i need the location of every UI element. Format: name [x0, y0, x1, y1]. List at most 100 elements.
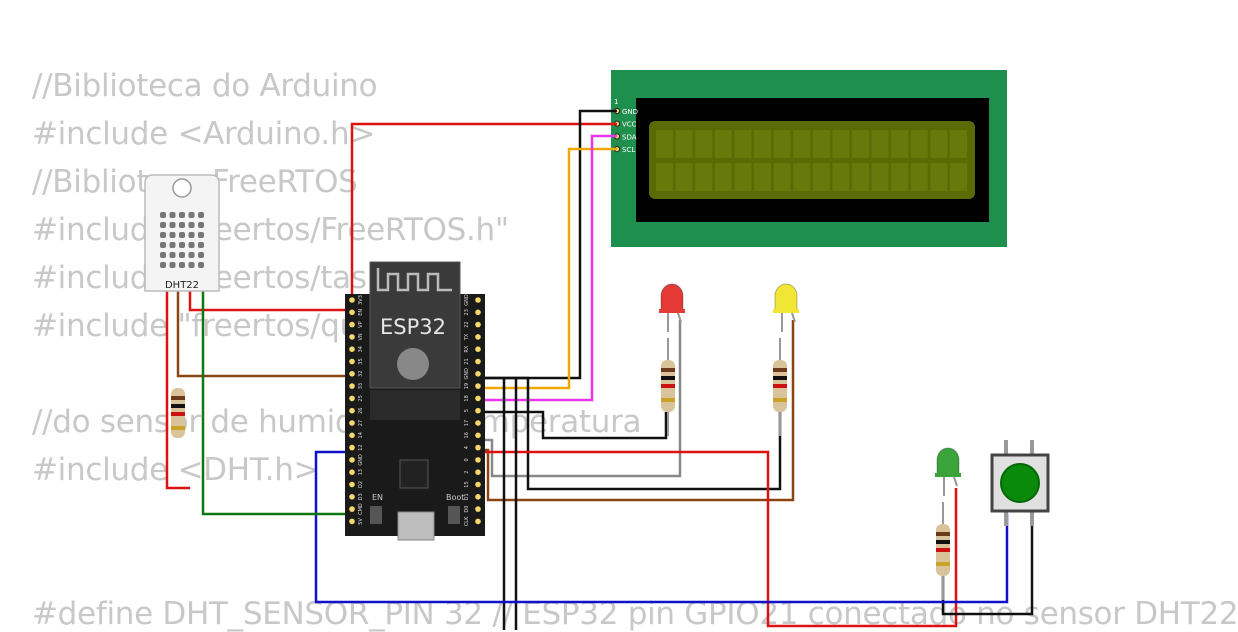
esp32-pin[interactable] — [475, 506, 481, 512]
pushbutton-cap[interactable] — [1000, 463, 1040, 503]
esp32-pin-label: 5 — [464, 409, 470, 412]
lcd-cell — [734, 163, 752, 191]
esp32-pin[interactable] — [349, 494, 355, 500]
esp32-pin[interactable] — [349, 383, 355, 389]
esp32-pin[interactable] — [475, 383, 481, 389]
esp32-pin[interactable] — [475, 321, 481, 328]
esp32-pin[interactable] — [475, 358, 481, 365]
esp32-pin-label: 35 — [358, 358, 364, 364]
pushbutton[interactable] — [990, 440, 1050, 526]
esp32-pin[interactable] — [349, 297, 355, 303]
esp32-pin[interactable] — [475, 432, 481, 439]
esp32-pin[interactable] — [349, 469, 355, 476]
esp32-pin-label: GND — [358, 454, 364, 466]
esp32-pin-label: CLK — [464, 516, 470, 526]
wire-gpio22-to-lcd-scl[interactable] — [478, 147, 617, 390]
espressif-logo-icon — [397, 348, 429, 380]
esp32-pin[interactable] — [475, 457, 481, 463]
dht-vent — [188, 252, 195, 258]
dht22-sensor[interactable]: DHT22 — [144, 174, 220, 292]
esp32-pin[interactable] — [475, 297, 481, 303]
esp32-pin[interactable] — [349, 420, 355, 426]
esp32-pin[interactable] — [475, 444, 481, 451]
esp32-pin-label: 16 — [464, 432, 470, 438]
esp32-pin[interactable] — [475, 494, 481, 500]
esp32-pin-label: GND — [464, 294, 470, 306]
dht-vent — [160, 212, 166, 218]
wire-gpio-to-yellow-led[interactable] — [478, 320, 795, 502]
led-rim — [659, 309, 685, 313]
wire-gpio-to-green-led[interactable] — [478, 450, 958, 628]
esp32-pin[interactable] — [475, 407, 481, 414]
esp32-usb-chip — [399, 459, 429, 489]
micro-usb-port[interactable] — [397, 511, 435, 541]
wire-gpio-to-button[interactable] — [314, 450, 1009, 604]
wire-gnd-to-red-led[interactable] — [478, 410, 668, 440]
esp32-pin-label: 3V3 — [358, 295, 364, 305]
wire-dht-gnd[interactable] — [201, 290, 352, 516]
esp32-pin[interactable] — [349, 518, 355, 525]
esp32-board[interactable]: ESP32 3V3ENVPVN343532332526271412GND13D2… — [345, 261, 485, 541]
esp32-pin[interactable] — [475, 469, 481, 476]
wire-gpio21-to-lcd-sda[interactable] — [478, 134, 617, 402]
esp32-pin[interactable] — [349, 346, 355, 353]
dht-vent — [169, 212, 176, 218]
esp32-pin[interactable] — [475, 420, 481, 426]
esp32-pin[interactable] — [349, 457, 355, 463]
led-yellow-body — [774, 283, 798, 311]
led-green[interactable] — [935, 447, 961, 496]
wire-dht-data[interactable] — [176, 290, 352, 378]
esp32-pin[interactable] — [475, 334, 481, 340]
esp32-pin[interactable] — [349, 506, 355, 512]
esp32-pin[interactable] — [475, 518, 481, 525]
en-button[interactable] — [370, 506, 382, 524]
lcd-cell — [812, 130, 830, 158]
lcd-cell — [695, 130, 713, 158]
esp32-pin[interactable] — [475, 371, 481, 377]
led-rim — [935, 473, 961, 477]
lcd-cell — [891, 130, 909, 158]
esp32-pin[interactable] — [349, 321, 355, 328]
esp32-pin[interactable] — [475, 346, 481, 353]
wire-dht-pullup[interactable] — [188, 290, 352, 312]
wire-dht-vcc[interactable] — [165, 290, 190, 490]
esp32-pin-label: 12 — [358, 444, 364, 450]
wire-gnd-to-lcd-gnd[interactable] — [478, 109, 617, 380]
esp32-pin-label: CMD — [358, 503, 364, 515]
esp32-pin[interactable] — [475, 481, 481, 488]
wire-gnd-to-yellow-led[interactable] — [478, 376, 782, 491]
esp32-pin[interactable] — [349, 371, 355, 377]
boot-button[interactable] — [448, 506, 460, 524]
esp32-pin[interactable] — [349, 432, 355, 439]
esp32-pin[interactable] — [349, 444, 355, 451]
lcd-cell — [930, 130, 948, 158]
esp32-pin[interactable] — [349, 309, 355, 316]
esp32-pin[interactable] — [349, 407, 355, 414]
esp32-pin[interactable] — [475, 395, 481, 402]
lcd-pin-label: GND — [622, 108, 638, 116]
esp32-pin[interactable] — [349, 358, 355, 365]
dht-vent — [198, 222, 204, 228]
dht-vent — [160, 252, 166, 258]
wire-gpio-to-red-led[interactable] — [478, 320, 682, 478]
lcd-cell — [793, 163, 811, 191]
esp32-pin[interactable] — [475, 309, 481, 316]
esp32-pin[interactable] — [349, 395, 355, 402]
dht-vent — [198, 252, 204, 258]
lcd-cell — [852, 130, 869, 158]
esp32-pin-label: D2 — [358, 481, 364, 488]
led-resistor — [936, 502, 950, 600]
dht-vent — [179, 212, 185, 218]
wire-3v3-to-lcd-vcc[interactable] — [350, 122, 617, 298]
led-yellow[interactable] — [773, 283, 799, 332]
led-red[interactable] — [659, 283, 685, 332]
esp32-pin[interactable] — [349, 481, 355, 488]
dht22-label: DHT22 — [165, 280, 199, 291]
dht-vent — [179, 262, 185, 268]
lcd-cell — [891, 163, 909, 191]
lcd-cell — [832, 130, 850, 158]
lcd-pin1-label: 1 — [614, 98, 618, 106]
esp32-pin[interactable] — [349, 334, 355, 340]
lcd-cell — [930, 163, 948, 191]
